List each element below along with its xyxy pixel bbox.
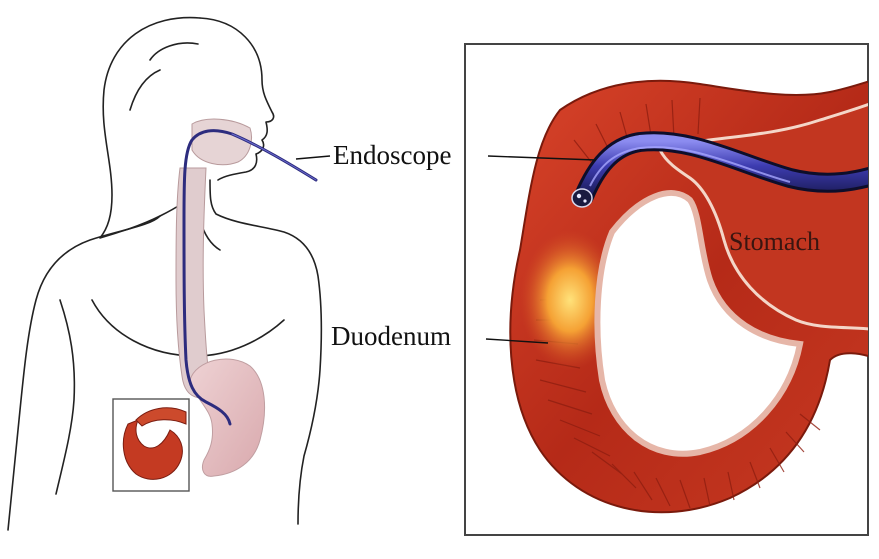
endoscope-tip-icon (572, 189, 592, 207)
mouth-cavity (192, 119, 252, 165)
endoscope-leader-left (296, 156, 330, 159)
detail-inset (465, 44, 879, 535)
endoscope-label: Endoscope (333, 142, 451, 169)
duodenum-label: Duodenum (331, 323, 451, 350)
stomach-label: Stomach (729, 229, 820, 255)
figure-inset-box (113, 399, 189, 491)
